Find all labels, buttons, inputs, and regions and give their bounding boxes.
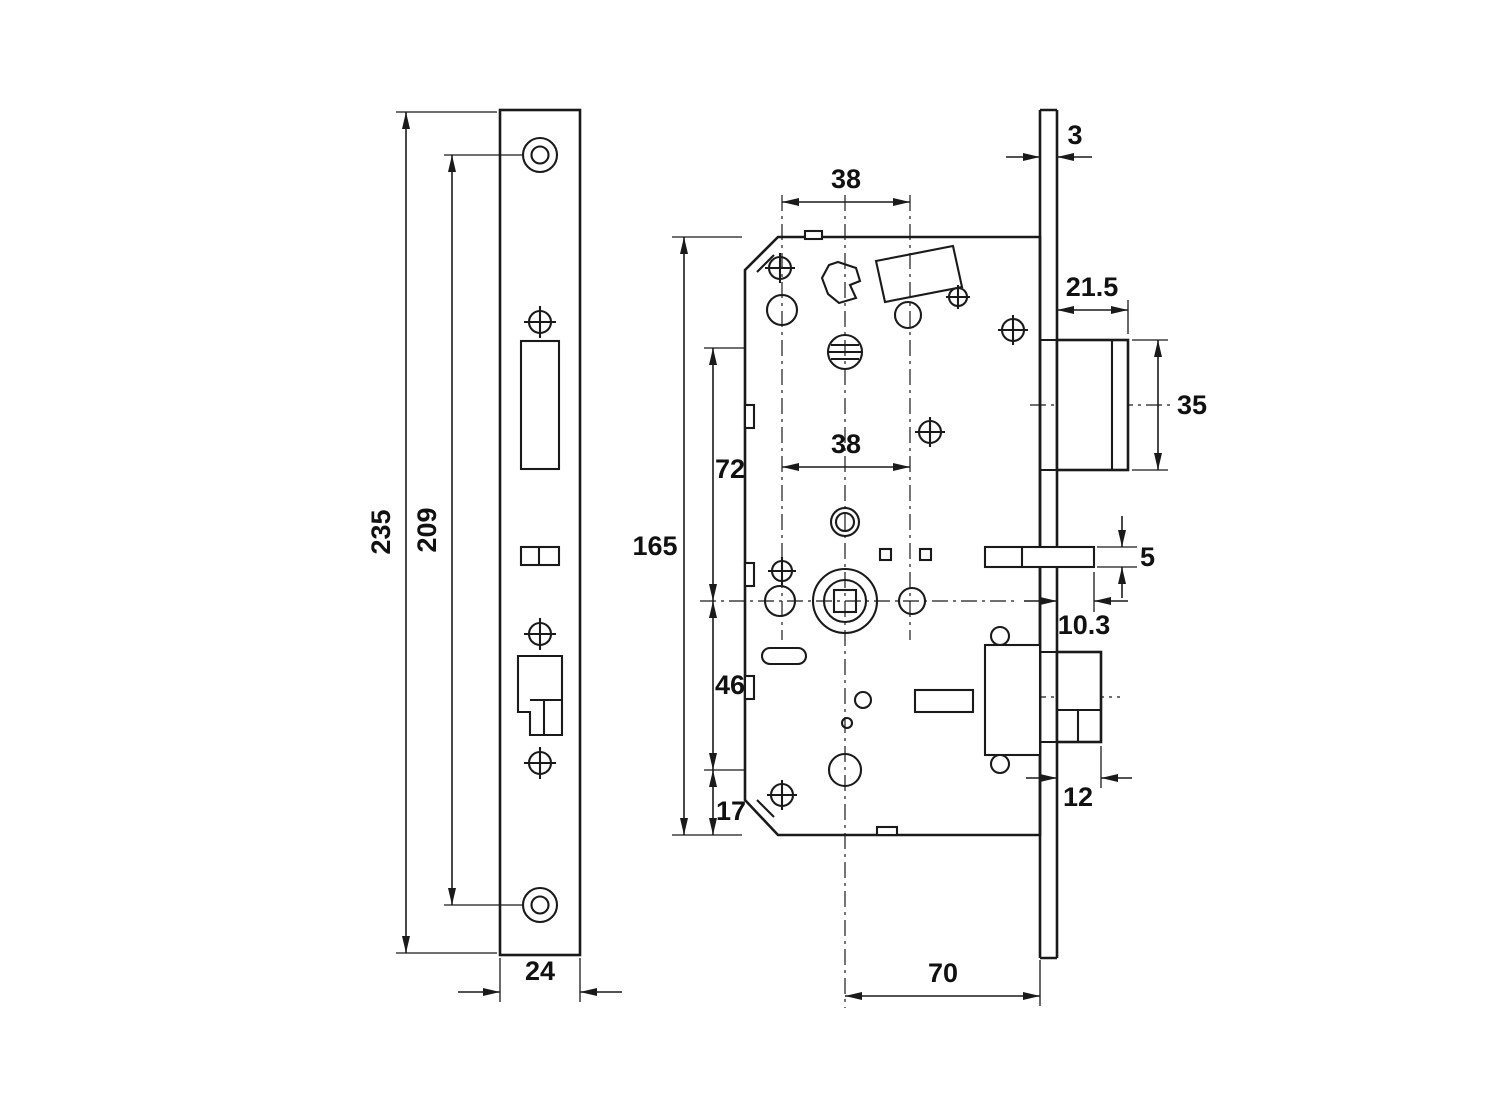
stop-block-1	[878, 547, 893, 562]
dim-label-body-height: 165	[632, 531, 677, 561]
case-screw-6	[767, 780, 797, 810]
auxiliary-bolt	[983, 545, 1096, 569]
hub-right-circle	[897, 586, 927, 616]
spring-barrel	[826, 333, 864, 371]
faceplate-edge-side	[1038, 108, 1059, 960]
dim-label-aux-bolt-height: 5	[1140, 542, 1155, 572]
spindle-square-hole	[832, 588, 858, 614]
spindle-hub	[811, 567, 879, 635]
screw-cross-2	[524, 618, 556, 650]
dim-label-plate-width: 24	[525, 956, 555, 986]
edge-notch-3	[743, 674, 756, 701]
dim-label-top-hub-spacing: 38	[831, 164, 861, 194]
dim-label-aux-bolt-protrusion: 10.3	[1058, 610, 1111, 640]
chamfer-mark-bottom	[756, 799, 775, 818]
edge-notch-2	[743, 561, 756, 588]
cylinder-guide	[829, 506, 861, 538]
side-view-dimensions: 38 38 165 72 46 17 3 21.5 35	[632, 120, 1207, 1006]
lock-case-outline	[743, 235, 1042, 837]
dim-label-latch-height: 35	[1177, 390, 1207, 420]
right-post	[893, 300, 923, 330]
deadbolt	[983, 625, 1103, 775]
case-screw-4	[915, 417, 945, 447]
deadbolt-drive-post	[827, 752, 863, 788]
lock-body-side-view	[700, 108, 1172, 1008]
slide-block	[913, 688, 975, 714]
latch-cutout	[519, 339, 561, 471]
case-screw-1	[765, 253, 795, 283]
follower-cutout	[519, 545, 561, 567]
front-view-dimensions: 235 209 24	[366, 111, 622, 1002]
faceplate-outline	[498, 108, 582, 957]
screw-cross-3	[524, 747, 556, 779]
deadbolt-pin-bottom	[989, 753, 1011, 775]
bottom-tab	[875, 825, 899, 837]
hub-left-circle	[763, 584, 797, 618]
screw-cross-1	[524, 306, 556, 338]
dim-label-top-to-hub: 72	[715, 454, 745, 484]
case-screw-3	[998, 315, 1028, 345]
small-pin-2	[840, 716, 854, 730]
dim-label-deadbolt-to-bottom: 17	[716, 796, 746, 826]
internal-mechanism	[760, 244, 1028, 810]
lever-plate	[874, 244, 964, 304]
stop-block-2	[918, 547, 933, 562]
dim-label-backset: 70	[928, 958, 958, 988]
top-tab	[803, 229, 824, 241]
slot-oval	[760, 646, 808, 666]
dim-label-deadbolt-throw: 12	[1063, 782, 1093, 812]
small-pin-1	[853, 690, 873, 710]
cam-plate	[820, 260, 862, 305]
edge-notch-1	[743, 403, 756, 430]
dim-label-screw-spacing: 209	[412, 507, 442, 552]
top-screw-hole-inner	[530, 145, 550, 165]
dim-label-faceplate-thickness: 3	[1067, 120, 1082, 150]
deadbolt-cutout	[516, 654, 564, 737]
dim-label-hub-spacing: 38	[831, 429, 861, 459]
dim-label-latch-protrusion: 21.5	[1066, 272, 1119, 302]
left-post	[765, 293, 799, 327]
faceplate-front-view	[498, 108, 582, 957]
dim-label-hub-to-deadbolt: 46	[715, 670, 745, 700]
latch-bolt	[1040, 338, 1130, 472]
chamfer-mark-top	[756, 254, 775, 273]
dim-label-plate-height: 235	[366, 509, 396, 554]
case-screw-5	[768, 557, 796, 585]
deadbolt-pin-top	[989, 625, 1011, 647]
